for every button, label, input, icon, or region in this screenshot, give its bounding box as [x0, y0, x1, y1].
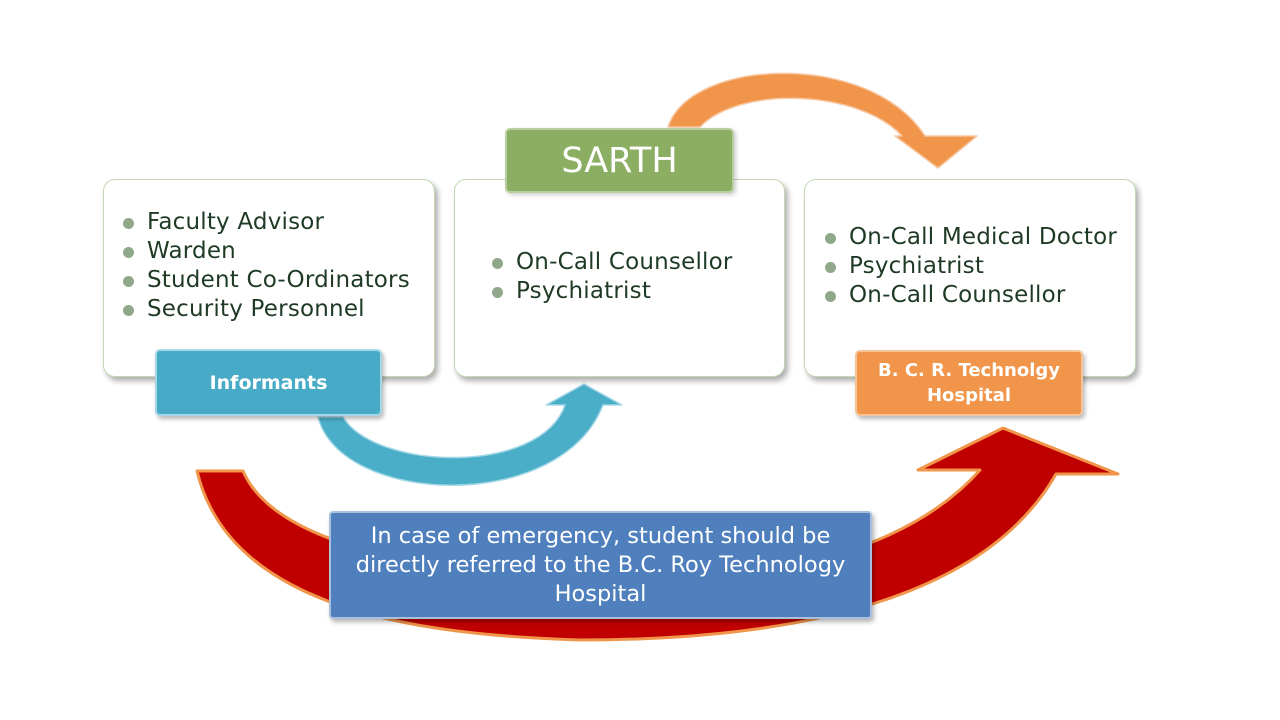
list-item: Warden — [122, 237, 410, 266]
hospital-card: On-Call Medical Doctor Psychiatrist On-C… — [804, 179, 1136, 377]
list-item: Faculty Advisor — [122, 208, 410, 237]
informants-list: Faculty Advisor Warden Student Co-Ordina… — [122, 208, 410, 324]
informants-label: Informants — [155, 349, 382, 416]
blue-arrow-to-sarth — [317, 383, 623, 486]
sarth-list: On-Call Counsellor Psychiatrist — [491, 248, 733, 306]
list-item: Student Co-Ordinators — [122, 266, 410, 295]
list-item: On-Call Medical Doctor — [824, 223, 1117, 252]
hospital-list: On-Call Medical Doctor Psychiatrist On-C… — [824, 223, 1117, 310]
sarth-label: SARTH — [505, 128, 734, 193]
hospital-label: B. C. R. Technolgy Hospital — [855, 350, 1083, 416]
sarth-card: On-Call Counsellor Psychiatrist — [454, 179, 785, 377]
emergency-note: In case of emergency, student should be … — [329, 511, 872, 619]
list-item: Security Personnel — [122, 295, 410, 324]
list-item: On-Call Counsellor — [491, 248, 733, 277]
list-item: On-Call Counsellor — [824, 281, 1117, 310]
informants-card: Faculty Advisor Warden Student Co-Ordina… — [103, 179, 435, 377]
list-item: Psychiatrist — [491, 277, 733, 306]
orange-arrow-to-hospital — [667, 72, 978, 169]
list-item: Psychiatrist — [824, 252, 1117, 281]
